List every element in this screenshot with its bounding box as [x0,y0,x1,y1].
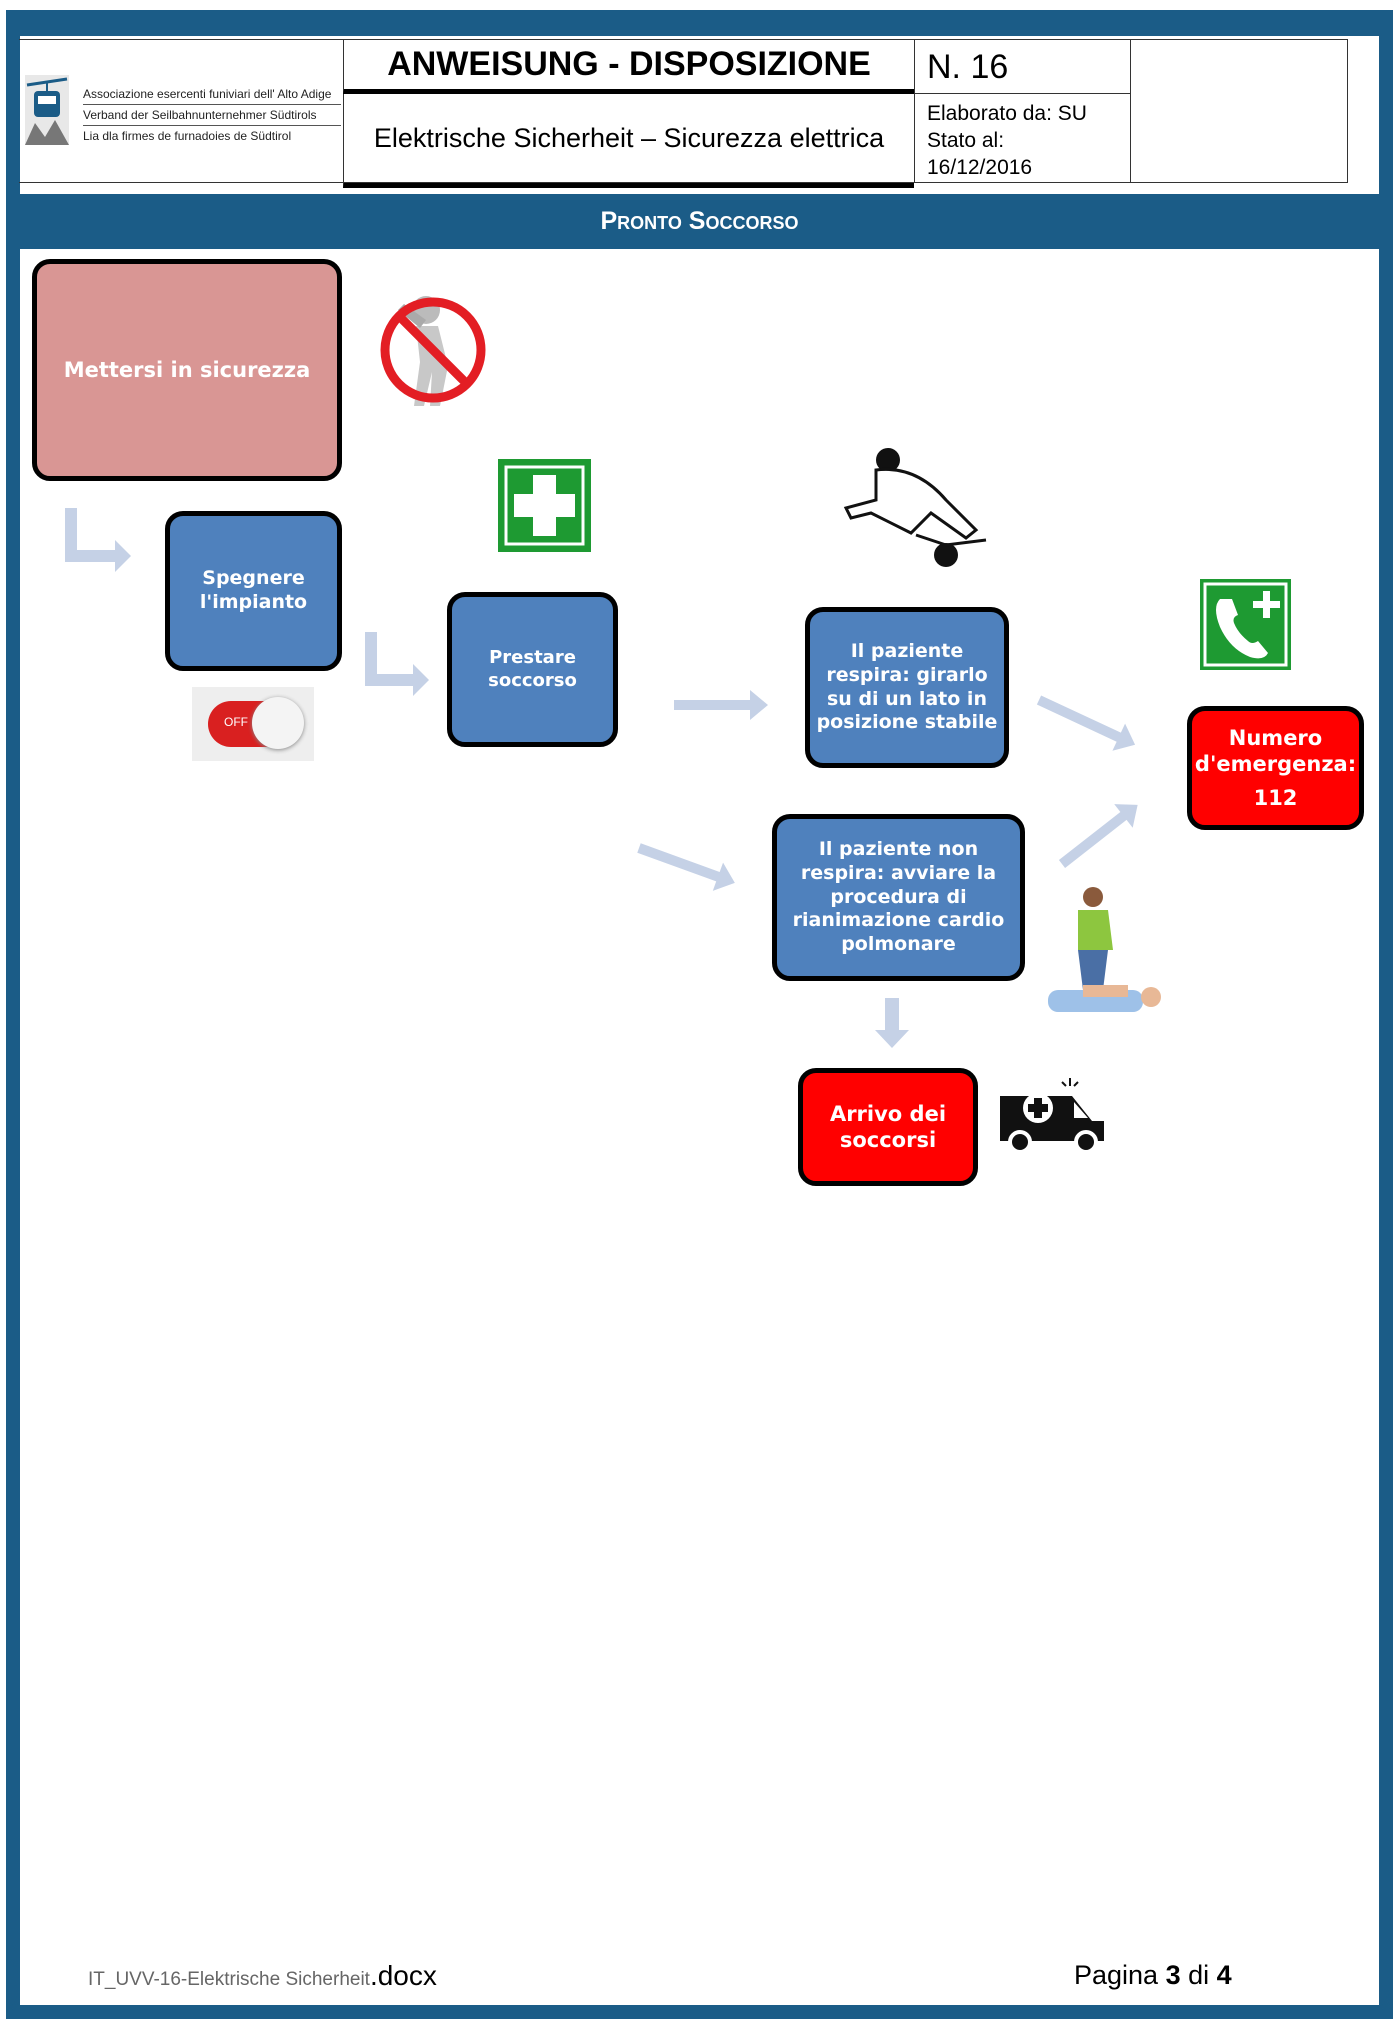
doc-meta: Elaborato da: SU Stato al: 16/12/2016 [914,94,1130,182]
down-right-arrow-icon [637,843,735,891]
emergency-number-box: Numero d'emergenza: 112 [1187,706,1364,830]
page-frame [6,10,1393,2019]
page-total: 4 [1216,1960,1232,1990]
off-switch: OFF [192,687,314,761]
right-arrow-icon [674,690,768,720]
author: Elaborato da: SU [927,102,1087,125]
down-right-arrow-icon [1036,695,1136,751]
recovery-position-icon [843,448,987,567]
doc-title: ANWEISUNG - DISPOSIZIONE [343,40,914,94]
switch-off-box: Spegnere l'impianto [165,511,342,671]
empty-cell [1130,40,1348,182]
ambulance-icon [1000,1078,1104,1154]
status-date: 16/12/2016 [927,156,1033,179]
footer-filename: IT_UVV-16-Elektrische Sicherheit.docx [88,1960,437,1992]
down-arrow-icon [875,998,909,1048]
logo-text: Associazione esercenti funiviari dell' A… [83,84,341,146]
file-extension: .docx [369,1960,437,1991]
header-table: Associazione esercenti funiviari dell' A… [19,39,1348,188]
do-not-touch-icon [380,296,486,406]
elbow-arrow-icon [65,508,131,572]
filename: IT_UVV-16-Elektrische Sicherheit [88,1969,370,1990]
page-prefix: Pagina [1074,1960,1159,1990]
arrival-box: Arrivo dei soccorsi [798,1068,978,1186]
emergency-phone-icon [1200,579,1291,670]
elbow-arrow-icon [365,632,429,696]
section-title: Pronto Soccorso [6,194,1393,249]
cpr-icon [1048,887,1161,1012]
flow-arrows [65,508,1138,1048]
page-current: 3 [1165,1960,1181,1990]
page-number: Pagina 3 di 4 [1074,1960,1232,1991]
status-label: Stato al: [927,129,1005,152]
logo-line: Lia dla firmes de furnadoies de Südtirol [83,129,292,143]
emergency-number: 112 [1253,786,1298,811]
logo-line: Associazione esercenti funiviari dell' A… [83,84,341,105]
not-breathing-box: Il paziente non respira: avviare la proc… [772,814,1025,981]
logo-cell: Associazione esercenti funiviari dell' A… [19,40,343,182]
emergency-label: Numero d'emergenza: [1194,725,1357,776]
up-right-arrow-icon [1058,804,1138,868]
cable-car-logo-icon [25,75,69,145]
doc-subtitle: Elektrische Sicherheit – Sicurezza elett… [343,94,914,188]
help-box: Prestare soccorso [447,592,618,747]
page-sep: di [1188,1960,1210,1990]
safety-box: Mettersi in sicurezza [32,259,342,481]
doc-number: N. 16 [914,40,1130,94]
logo-line: Verband der Seilbahnunternehmer Südtirol… [83,105,341,126]
breathing-box: Il paziente respira: girarlo su di un la… [805,607,1009,768]
switch-label: OFF [224,715,248,729]
first-aid-icon [498,459,591,552]
